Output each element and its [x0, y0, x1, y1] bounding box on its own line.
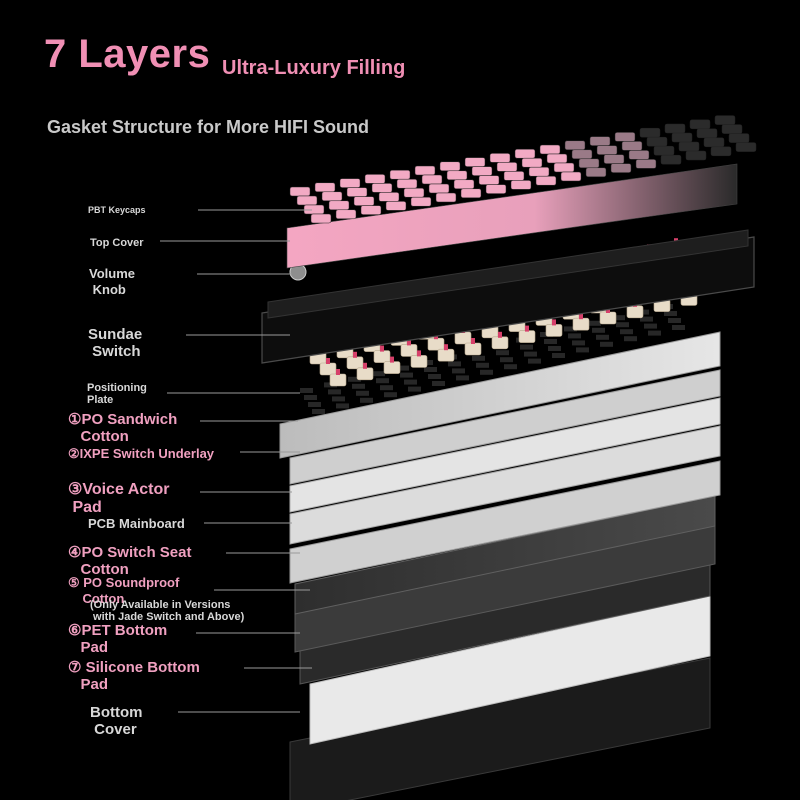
label-pet-bottom-pad: ⑥PET Bottom Pad [68, 622, 168, 656]
label-pbt-keycaps: PBT Keycaps [88, 205, 146, 215]
headline-title: 7 Layers [44, 32, 211, 76]
silicone-pad-shape [309, 595, 711, 745]
label-silicone-bottom-pad: ⑦ Silicone Bottom Pad [68, 659, 200, 693]
label-ixpe-switch-underlay: ②IXPE Switch Underlay [68, 446, 215, 461]
label-positioning-plate: Positioning Plate [87, 382, 147, 406]
label-voice-actor-pad: ③Voice Actor Pad [68, 481, 170, 516]
label-po-sandwich-cotton: ①PO Sandwich Cotton [68, 411, 178, 445]
label-top-cover: Top Cover [90, 237, 144, 249]
ixpe-underlay-shape [289, 397, 721, 513]
label-po-soundproof-cotton: ⑤ PO Soundproof Cotton [68, 575, 180, 606]
label-volume-knob: Volume Knob [89, 266, 135, 297]
switch-seat-cotton-shape [294, 495, 716, 615]
sandwich-cotton-shape [289, 369, 721, 485]
label-sundae-switch: Sundae Switch [88, 326, 143, 360]
voice-pad-shape [289, 425, 721, 545]
pcb-shape [289, 460, 721, 584]
headline-subtitle: Gasket Structure for More HIFI Sound [47, 117, 370, 137]
label-po-switch-seat-cotton: ④PO Switch Seat Cotton [68, 544, 192, 578]
label-pcb-mainboard: PCB Mainboard [88, 516, 185, 531]
label-po-soundproof-note: (Only Available in Versions with Jade Sw… [90, 599, 245, 623]
headline-suffix: Ultra-Luxury Filling [222, 57, 406, 79]
positioning-plate-shape [279, 331, 721, 459]
keycap-grid [289, 115, 757, 224]
top-cover-inner [267, 229, 749, 319]
keycap-block-shape [286, 163, 738, 269]
label-bottom-cover: Bottom Cover [90, 704, 143, 738]
